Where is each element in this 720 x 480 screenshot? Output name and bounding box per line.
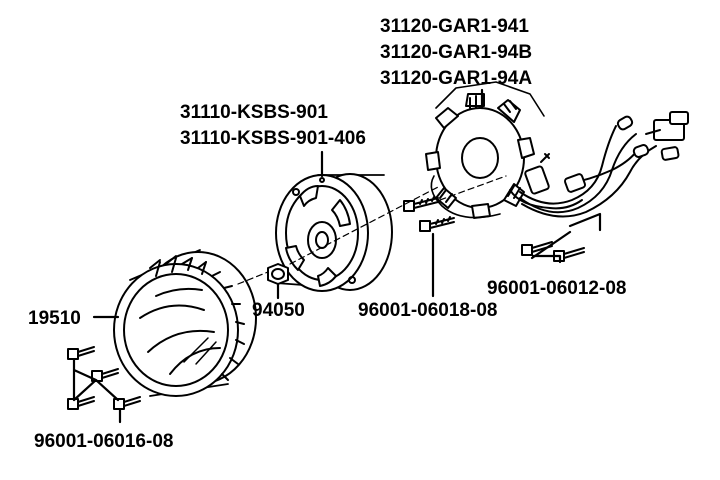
flywheel: [275, 173, 393, 292]
stator-bolts: [403, 196, 455, 232]
fan-bolt-part-number: 96001-06016-08: [34, 431, 174, 452]
assembly-centerline: [237, 185, 441, 285]
stator-wiring: [509, 111, 689, 218]
stator-part-number-94a: 31120-GAR1-94A: [380, 68, 533, 89]
fan-part-number: 19510: [28, 308, 81, 329]
pickup-bolt-part-number: 96001-06012-08: [487, 278, 627, 299]
stator-part-number-941: 31120-GAR1-941: [380, 16, 529, 37]
leader-lines: [72, 88, 602, 424]
stator-bolt-part-number: 96001-06018-08: [358, 300, 498, 321]
nut-part-number: 94050: [252, 300, 305, 321]
flywheel-part-number-406: 31110-KSBS-901-406: [180, 128, 366, 149]
stator-part-number-94b: 31120-GAR1-94B: [380, 42, 533, 63]
flywheel-nut: [267, 263, 289, 285]
cooling-fan: [113, 249, 257, 397]
fan-bolts: [67, 346, 141, 410]
flywheel-part-number: 31110-KSBS-901: [180, 102, 328, 123]
stator-coil: [425, 81, 550, 219]
